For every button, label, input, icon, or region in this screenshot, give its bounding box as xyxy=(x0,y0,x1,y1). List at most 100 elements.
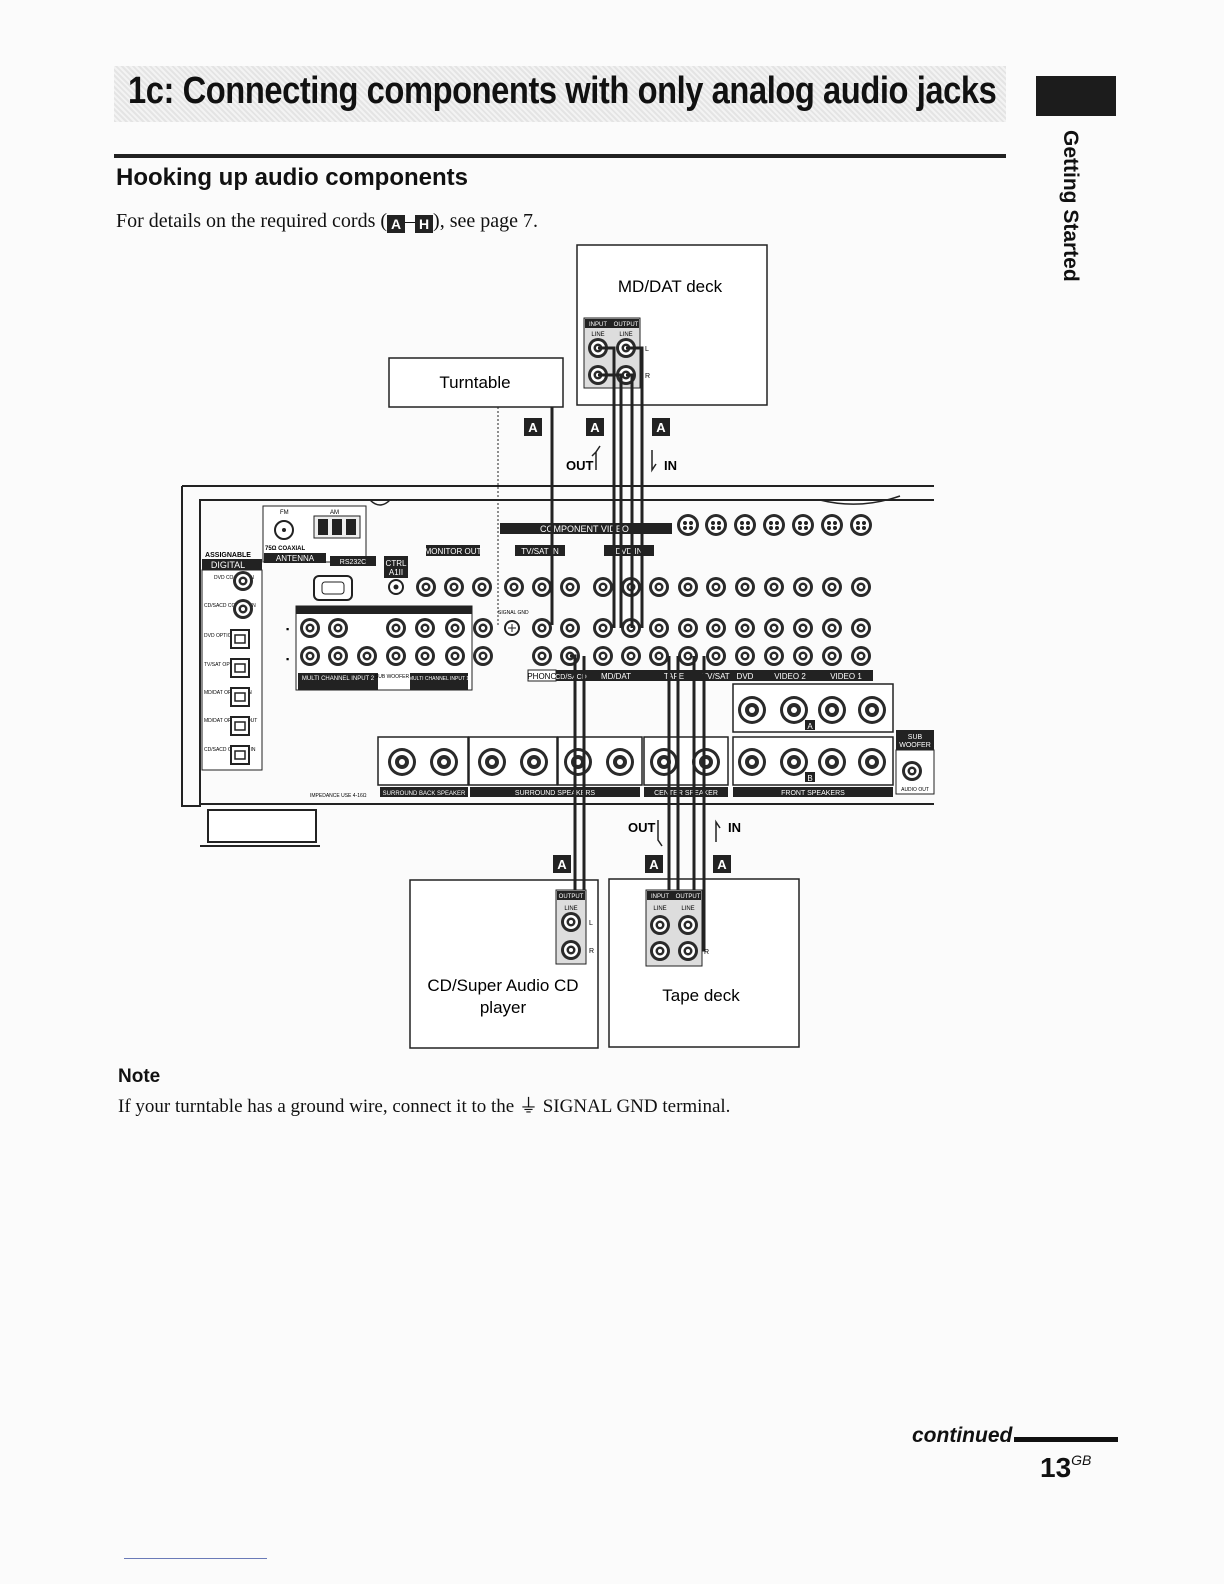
audio-out-label: AUDIO OUT xyxy=(901,787,929,793)
page-number: 13GB xyxy=(1040,1452,1091,1484)
antenna-label: ANTENNA xyxy=(276,554,315,563)
top-cord-labels: A A A OUT IN xyxy=(524,418,677,473)
cord-a-md-in: A xyxy=(656,420,666,435)
cd-sacd-coaxial-label: CD/SACD COAXIAL IN xyxy=(204,603,256,609)
speaker-b-label: B xyxy=(807,774,812,783)
svg-text:▪: ▪ xyxy=(286,654,289,664)
digital-label: DIGITAL xyxy=(211,560,245,570)
tape-deck-box xyxy=(608,878,800,1048)
md-out-label: OUT xyxy=(566,458,594,473)
dvd-in-label: DVD IN xyxy=(615,547,642,556)
note-text: If your turntable has a ground wire, con… xyxy=(118,1096,731,1117)
front-speakers-label: FRONT SPEAKERS xyxy=(781,790,845,797)
tape-line-in-label: LINE xyxy=(653,906,666,912)
cd-sacd-optical-label: CD/SACD OPTICAL IN xyxy=(204,747,256,753)
tvsat-optical-label: TV/SAT OPTICAL IN xyxy=(204,662,250,668)
signal-gnd-label: SIGNAL GND xyxy=(498,610,529,616)
center-speaker-label: CENTER SPEAKER xyxy=(654,790,718,797)
section-rule xyxy=(114,154,1006,158)
continued-rule xyxy=(1014,1437,1118,1442)
multi-sub-woofer-label: SUB WOOFER xyxy=(375,674,410,680)
am-label: AM xyxy=(330,510,339,516)
svg-text:SUB: SUB xyxy=(908,734,923,741)
page-number-value: 13 xyxy=(1040,1452,1072,1483)
a1ii-label: A1II xyxy=(389,568,403,577)
tape-input-label: TAPE xyxy=(664,672,684,681)
tape-input-jack-label: INPUT xyxy=(651,894,669,900)
cord-a-cd: A xyxy=(557,857,567,872)
speaker-a-label: A xyxy=(807,722,813,731)
tape-deck-jack-panel: INPUT OUTPUT LINE LINE R xyxy=(645,889,709,967)
impedance-label: IMPEDANCE USE 4-16Ω xyxy=(310,793,367,799)
page-number-suffix: GB xyxy=(1071,1452,1092,1468)
dvd-optical-label: DVD OPTICAL IN xyxy=(204,633,244,639)
coaxial-label: 75Ω COAXIAL xyxy=(265,546,305,552)
ctrl-label: CTRL xyxy=(386,559,407,568)
cord-a-turntable: A xyxy=(528,420,538,435)
tv-sat-in-label: TV/SAT IN xyxy=(521,547,559,556)
receiver-rear-panel: FM AM 75Ω COAXIAL ANTENNA RS232C CTRL A1… xyxy=(181,485,935,847)
intro-prefix: For details on the required cords ( xyxy=(116,210,388,232)
multi-channel-input2-label: MULTI CHANNEL INPUT 2 xyxy=(302,676,375,682)
tape-in-label: IN xyxy=(728,820,741,835)
cord-a-md-out: A xyxy=(590,420,600,435)
bottom-link-line xyxy=(124,1558,267,1559)
cd-line-label: LINE xyxy=(564,906,577,912)
video2-input-label: VIDEO 2 xyxy=(774,672,806,681)
section-heading: Hooking up audio components xyxy=(116,164,468,191)
component-video-label: COMPONENT VIDEO xyxy=(540,524,629,534)
md-line-out-label: LINE xyxy=(619,332,632,338)
cord-h-badge: H xyxy=(415,215,434,233)
fm-label: FM xyxy=(280,510,289,516)
surround-back-speaker-label: SURROUND BACK SPEAKER xyxy=(383,791,466,797)
rs232c-label: RS232C xyxy=(340,559,366,566)
cd-player-jack-panel: OUTPUT LINE L R xyxy=(555,889,594,965)
phono-label: PHONO xyxy=(527,672,556,681)
cord-a-tape-out: A xyxy=(649,857,659,872)
md-output-label: OUTPUT xyxy=(614,322,639,328)
page-title: 1c: Connecting components with only anal… xyxy=(128,70,997,112)
cd-player-label-line1: CD/Super Audio CD xyxy=(427,976,578,995)
cord-a-tape-in: A xyxy=(717,857,727,872)
md-line-in-label: LINE xyxy=(591,332,604,338)
md-input-label: INPUT xyxy=(589,322,607,328)
md-dat-deck-label: MD/DAT deck xyxy=(618,277,723,296)
multi-channel-input1-label: MULTI CHANNEL INPUT 1 xyxy=(409,676,469,682)
video1-input-label: VIDEO 1 xyxy=(830,672,862,681)
tv-sat-input-label: TV/SAT xyxy=(702,672,730,681)
svg-text:WOOFER: WOOFER xyxy=(899,742,931,749)
intro-suffix: ), see page 7. xyxy=(433,210,538,232)
surround-speakers-label: SURROUND SPEAKERS xyxy=(515,790,595,797)
cd-output-label: OUTPUT xyxy=(559,894,584,900)
assignable-label: ASSIGNABLE xyxy=(205,552,251,559)
mddat-optical-in-label: MD/DAT OPTICAL IN xyxy=(204,690,252,696)
continued-label: continued xyxy=(912,1424,1013,1447)
md-r-label: R xyxy=(645,373,650,380)
tape-r-label: R xyxy=(704,949,709,956)
cd-r-label: R xyxy=(589,948,594,955)
monitor-out-label: MONITOR OUT xyxy=(425,547,482,556)
title-banner xyxy=(114,66,1006,122)
md-dat-input-label: MD/DAT xyxy=(601,672,631,681)
cd-l-label: L xyxy=(589,920,593,927)
side-tab-label: Getting Started xyxy=(1059,130,1082,282)
bottom-cord-labels: OUT IN A A A xyxy=(553,819,741,873)
intro-text: For details on the required cords (A–H),… xyxy=(116,210,538,233)
turntable-label: Turntable xyxy=(439,373,510,392)
tape-output-jack-label: OUTPUT xyxy=(676,894,701,900)
md-in-label: IN xyxy=(664,458,677,473)
turntable-box xyxy=(388,357,564,408)
md-dat-jack-panel: INPUT OUTPUT LINE LINE L R xyxy=(583,317,650,389)
cd-sacd-label: CD/SACD xyxy=(555,674,587,681)
dvd-input-label: DVD xyxy=(737,672,754,681)
note-heading: Note xyxy=(118,1066,161,1087)
intro-dash: – xyxy=(405,210,416,232)
tape-deck-label: Tape deck xyxy=(662,986,740,1005)
side-tab-marker xyxy=(1036,76,1116,116)
cd-player-label-line2: player xyxy=(480,998,527,1017)
tape-line-out-label: LINE xyxy=(681,906,694,912)
tape-out-label: OUT xyxy=(628,820,656,835)
cord-a-badge: A xyxy=(387,215,406,233)
svg-text:▪: ▪ xyxy=(286,624,289,634)
